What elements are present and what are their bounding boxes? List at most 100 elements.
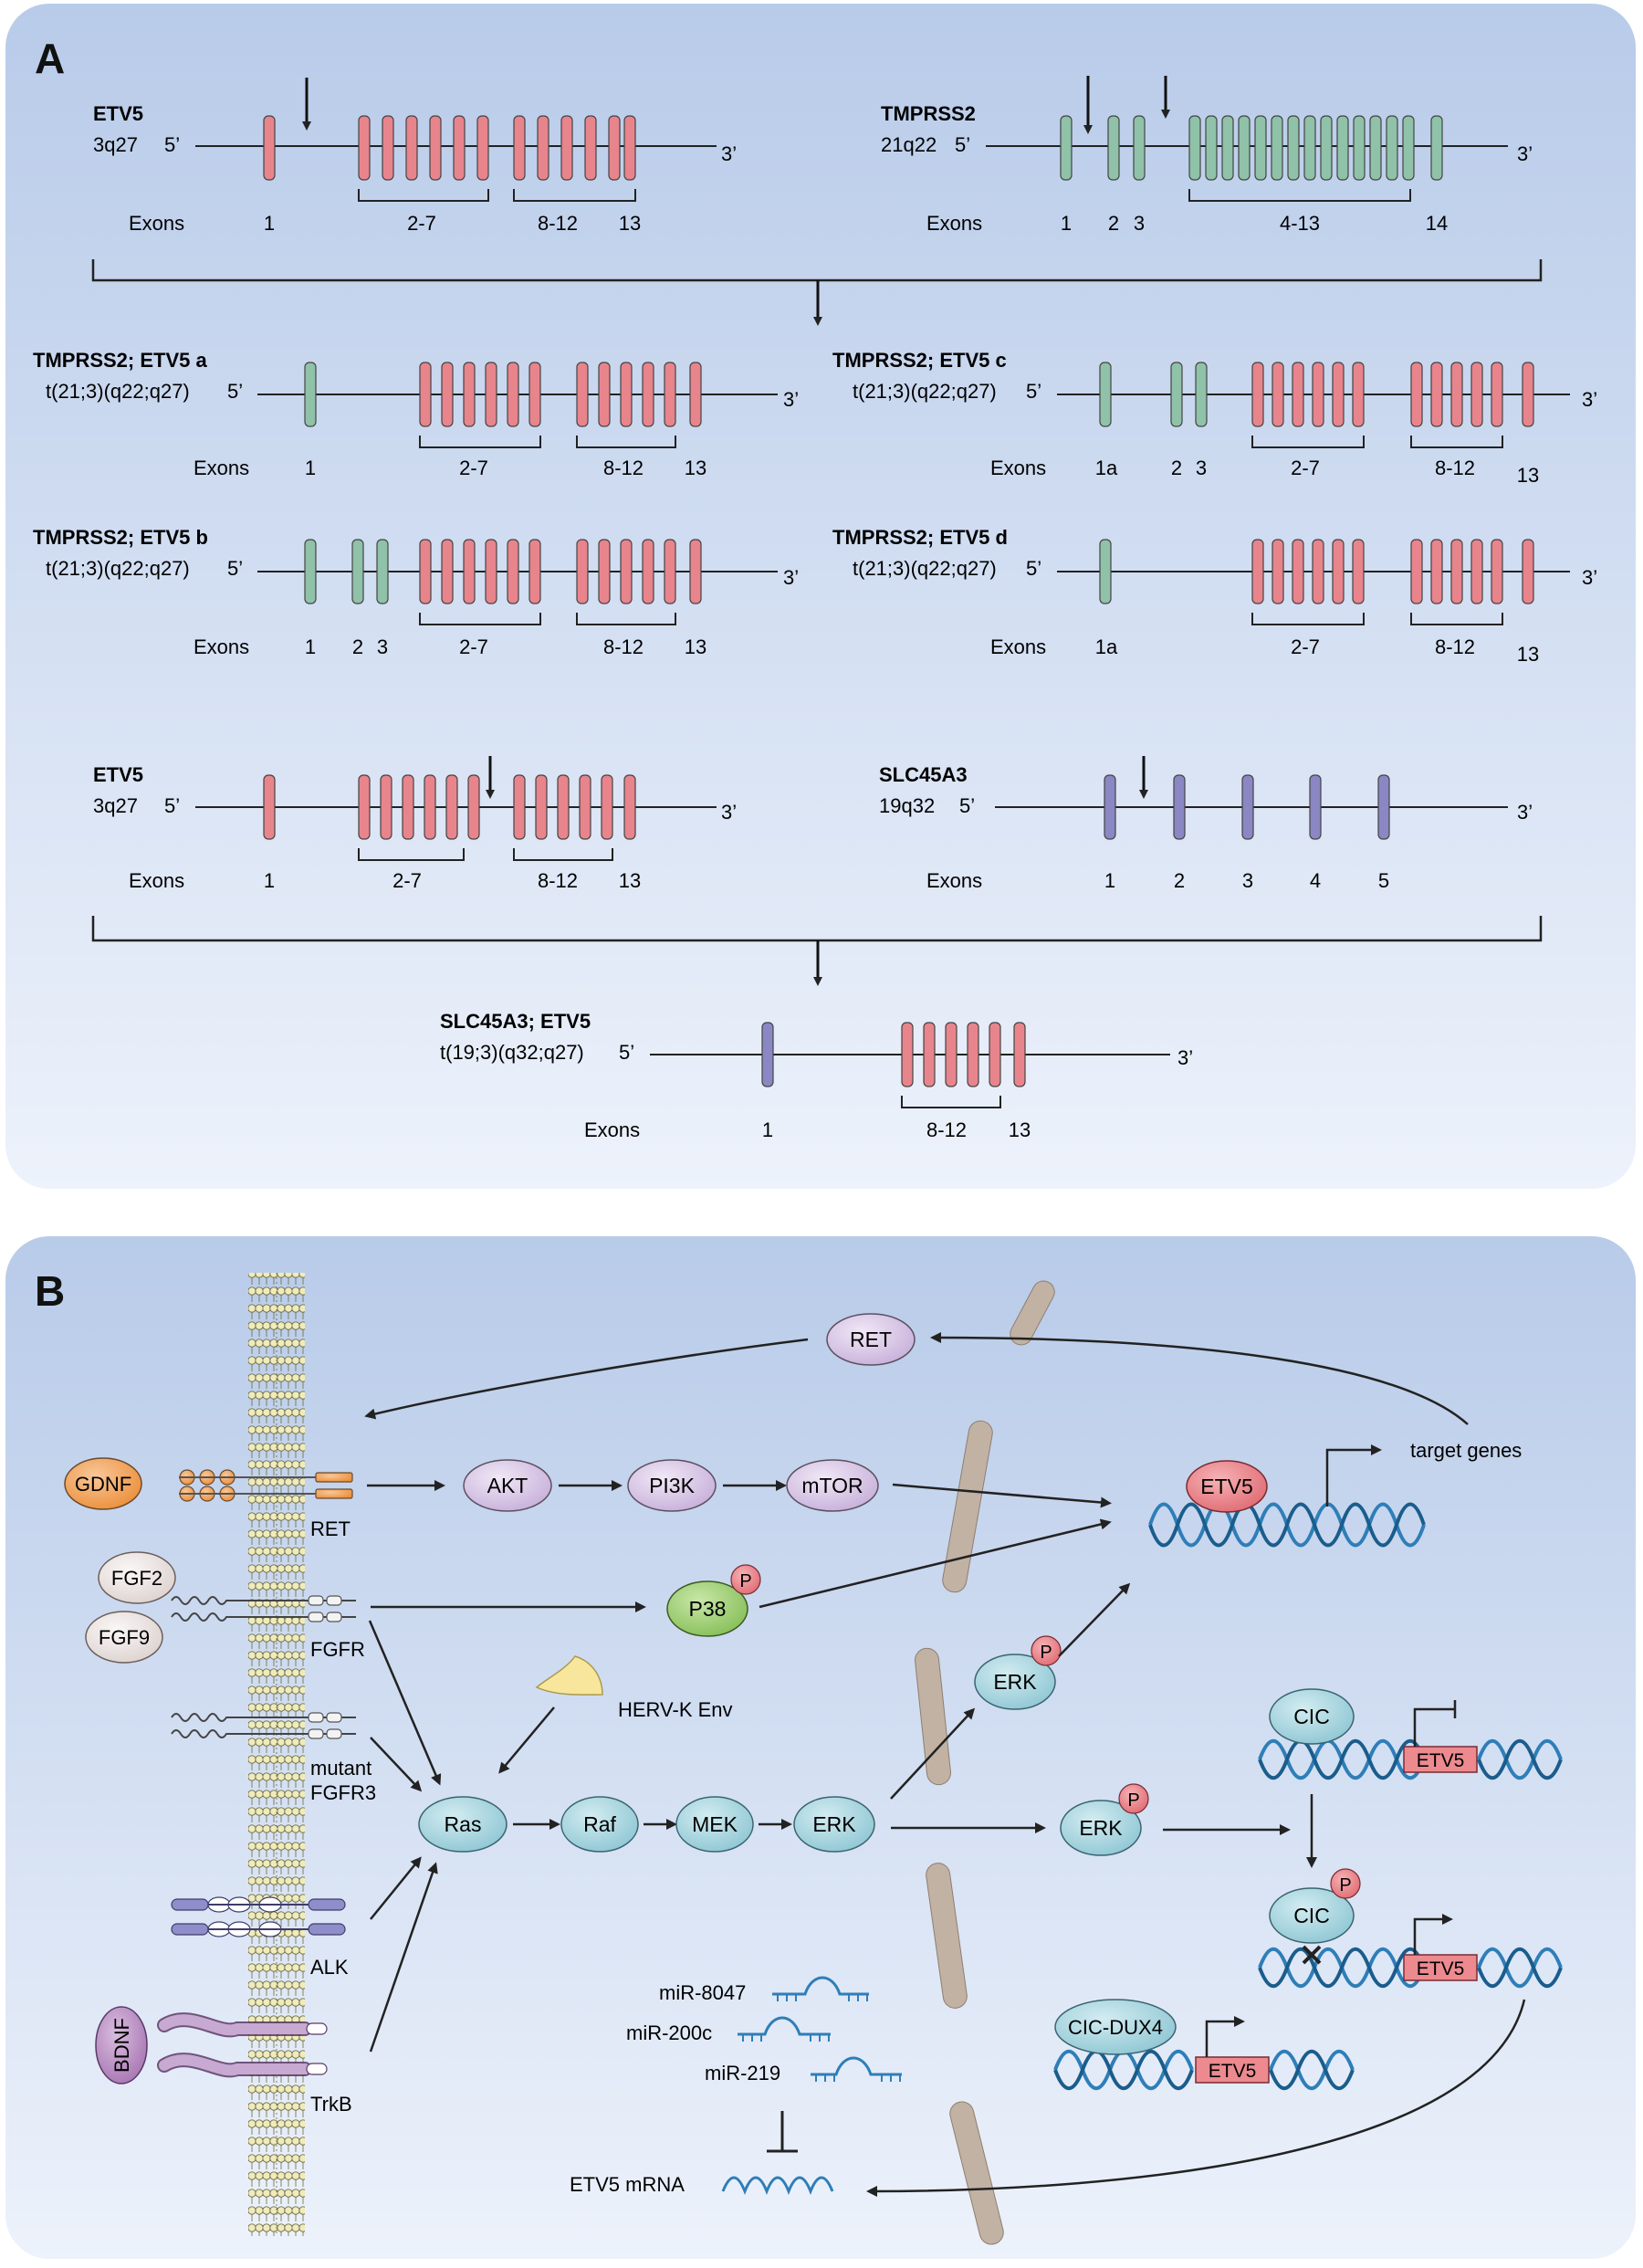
blocked-x-icon [1302,1945,1322,1965]
three-prime-label: 3’ [1517,142,1533,165]
phospho-badge [730,1564,761,1595]
exon-label: 8-12 [1435,635,1475,658]
phospho-label: P [739,1571,751,1591]
etv5-node [1186,1460,1268,1513]
panel-a-background [5,4,1636,1189]
fusion-locus: t(21;3)(q22;q27) [46,380,190,403]
akt-node [463,1459,552,1512]
five-prime-label: 5’ [164,133,180,156]
three-prime-label: 3’ [1582,388,1597,411]
exons-label: Exons [194,635,249,658]
three-prime-label: 3’ [783,566,799,589]
exon-label: 2 [1108,212,1119,235]
exons-label: Exons [129,869,184,892]
etv5-gene-box [1403,1954,1478,1981]
bdnf-label: BDNF [110,2018,133,2073]
exon-label: 1 [1104,869,1115,892]
exon-label: 2-7 [1291,457,1320,479]
gdnf-label: GDNF [75,1473,131,1496]
phospho-label: P [1127,1790,1139,1811]
mir200c-label: miR-200c [626,2021,712,2044]
gene-tmprss2: TMPRSS2 21q22 5’ 3’ Exons 1 2 3 4-13 14 [881,76,1533,235]
gene-locus: 3q27 [93,133,138,156]
erk-node [793,1796,875,1853]
cic-dux4-label: CIC-DUX4 [1068,2016,1163,2039]
exon-label: 2-7 [1291,635,1320,658]
phospho-label: P [1040,1643,1052,1663]
exon-label: 13 [685,457,706,479]
mtor-node [786,1459,879,1512]
mrna-icon [721,2176,834,2196]
exons-label: Exons [926,869,982,892]
exon-label: 4-13 [1280,212,1320,235]
exons-label: Exons [129,212,184,235]
five-prime-label: 5’ [619,1041,634,1064]
exon-label: 2-7 [459,457,488,479]
panel-b: B RET GDNF RET AKT [0,1233,1643,2263]
herv-label: HERV-K Env [618,1698,733,1721]
phospho-label: P [1339,1875,1351,1895]
mirna-icon [772,1976,869,1996]
fusion-name: SLC45A3; ETV5 [440,1010,591,1033]
exon-label: 1 [1061,212,1072,235]
erk-upper-label: ERK [993,1670,1037,1694]
phospho-badge [1118,1783,1149,1814]
exon-label: 1a [1095,635,1118,658]
ras-node [418,1796,508,1853]
cic-repression: ETV5 CIC [1258,1688,1563,1868]
exon-label: 1 [762,1118,773,1141]
erk-right-label: ERK [1079,1816,1123,1840]
panel-a: A ETV5 3q27 5’ 3’ Exons 1 2-7 8-12 13 TM… [5,4,1636,1189]
mirna-group: miR-8047 miR-200c miR-219 [626,1976,902,2153]
pi3k-node [627,1459,717,1512]
five-prime-label: 5’ [955,133,970,156]
exon-label: 13 [1517,643,1539,666]
erk-upper-node [974,1654,1056,1710]
gene-locus: 3q27 [93,794,138,817]
cic-node [1269,1688,1355,1745]
exon-label: 1 [264,212,275,235]
exon-label: 8-12 [538,869,578,892]
three-prime-label: 3’ [721,801,737,824]
ret-feedback: RET [364,1313,1469,1425]
akt-pathway: AKT PI3K mTOR [367,1459,1112,1512]
merge-connector [91,259,1543,326]
five-prime-label: 5’ [959,794,975,817]
etv5-gene-label: ETV5 [1417,1958,1465,1979]
p38-label: P38 [689,1597,727,1621]
ras-input-arrows [368,1620,442,2053]
erk-right-group: ERK P [1060,1783,1291,1856]
exons-label: Exons [990,457,1046,479]
etv5-mrna-label: ETV5 mRNA [570,2173,685,2196]
gene-locus: 19q32 [879,794,935,817]
three-prime-label: 3’ [1517,801,1533,824]
exon-label: 2-7 [407,212,436,235]
gene-locus: 21q22 [881,133,937,156]
ret-node-label: RET [850,1328,892,1351]
mek-node [675,1796,754,1853]
fgfr3-label: FGFR3 [310,1781,376,1804]
exon-label: 8-12 [603,457,644,479]
fusion-locus: t(19;3)(q32;q27) [440,1041,584,1064]
etv5-mrna-group: ETV5 mRNA [570,2173,834,2196]
five-prime-label: 5’ [164,794,180,817]
three-prime-label: 3’ [783,388,799,411]
fgfr-label: FGFR [310,1638,365,1661]
mutant-fgfr3-group: mutant FGFR3 [171,1712,376,1804]
p38-node [666,1580,748,1637]
target-genes-label: target genes [1410,1439,1522,1462]
mek-label: MEK [692,1812,738,1836]
etv5-target-dna: ETV5 target genes [1148,1439,1522,1548]
exon-label: 1 [305,457,316,479]
etv5-gene-box [1195,2056,1270,2084]
mirna-icon [738,2016,831,2036]
panel-a-diagram: A ETV5 3q27 5’ 3’ Exons 1 2-7 8-12 13 TM… [5,4,1636,1189]
exons-label: Exons [194,457,249,479]
exon-label: 14 [1426,212,1448,235]
exon-label: 1 [264,869,275,892]
mirna-icon [811,2056,902,2076]
mapk-cascade: Ras Raf MEK ERK [418,1707,1046,1853]
exon-label: 5 [1378,869,1389,892]
etv5-gene-box [1403,1746,1478,1773]
alk-receptor-group: ALK [171,1896,349,1979]
